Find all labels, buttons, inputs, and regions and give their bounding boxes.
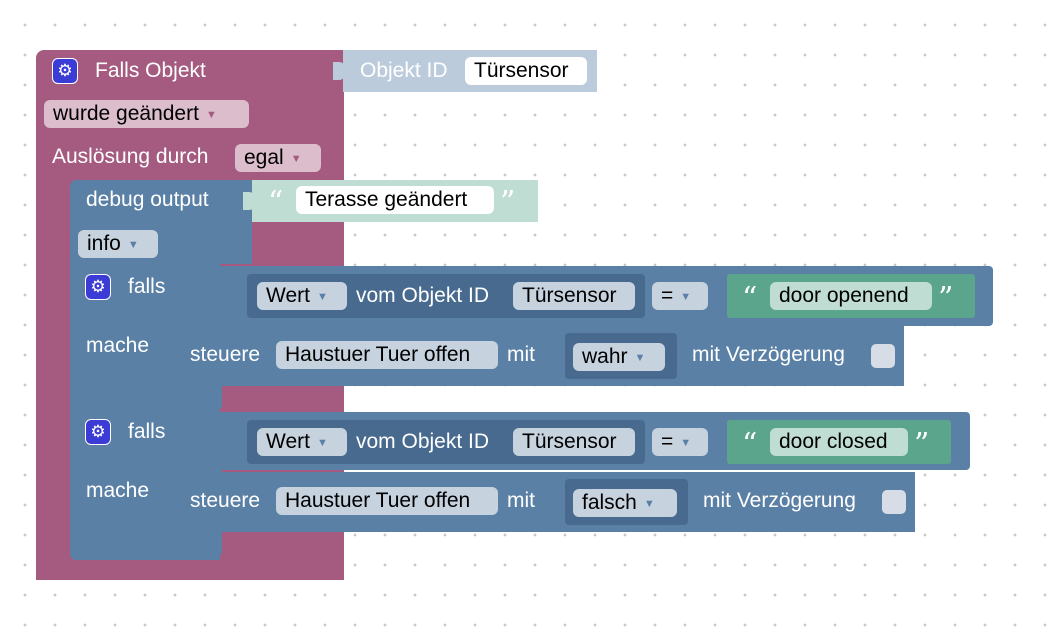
chevron-down-icon: ▼ — [205, 109, 217, 121]
control-target-field[interactable]: Haustuer Tuer offen — [276, 341, 498, 369]
do-label: mache — [86, 334, 150, 357]
value-dropdown[interactable]: Wert ▼ — [257, 282, 347, 310]
boolean-dropdown[interactable]: wahr ▼ — [573, 343, 665, 371]
if-label: falls — [128, 275, 166, 298]
chevron-down-icon: ▼ — [680, 437, 692, 449]
boolean-value: wahr — [582, 345, 628, 368]
compare-connector — [213, 278, 225, 296]
boolean-value: falsch — [582, 491, 637, 514]
compare-text-field[interactable]: door closed — [770, 428, 908, 456]
value-dropdown[interactable]: Wert ▼ — [257, 428, 347, 456]
quote-close-icon: ” — [938, 281, 954, 316]
trigger-title: Falls Objekt — [95, 59, 206, 82]
with-label: mit — [507, 489, 535, 512]
debug-level-value: info — [87, 232, 121, 255]
delay-checkbox[interactable] — [882, 490, 906, 514]
change-mode-value: wurde geändert — [53, 102, 199, 125]
debug-text-connector — [243, 192, 255, 210]
value-label: Wert — [266, 284, 310, 307]
settings-gear-icon[interactable]: ⚙ — [85, 419, 111, 445]
boolean-dropdown[interactable]: falsch ▼ — [573, 489, 677, 517]
quote-open-icon: “ — [742, 427, 758, 462]
delay-label: mit Verzögerung — [692, 343, 845, 366]
control-target-field[interactable]: Haustuer Tuer offen — [276, 487, 498, 515]
trigger-by-value: egal — [244, 146, 284, 169]
object-field[interactable]: Türsensor — [513, 282, 635, 310]
control-label: steuere — [190, 489, 261, 512]
delay-label: mit Verzögerung — [703, 489, 856, 512]
chevron-down-icon: ▼ — [127, 239, 139, 251]
quote-close-icon: ” — [500, 185, 516, 220]
do-label: mache — [86, 479, 150, 502]
with-label: mit — [507, 343, 535, 366]
operator-value: = — [661, 430, 674, 453]
change-mode-dropdown[interactable]: wurde geändert ▼ — [44, 100, 249, 128]
delay-checkbox[interactable] — [871, 344, 895, 368]
object-id-field[interactable]: Türsensor — [465, 57, 587, 85]
control-label: steuere — [190, 343, 261, 366]
object-field[interactable]: Türsensor — [513, 428, 635, 456]
settings-gear-icon[interactable]: ⚙ — [85, 274, 111, 300]
if-label: falls — [128, 420, 166, 443]
trigger-by-dropdown[interactable]: egal ▼ — [235, 144, 321, 172]
operator-dropdown[interactable]: =▼ — [652, 282, 708, 310]
quote-open-icon: “ — [742, 281, 758, 316]
object-label: vom Objekt ID — [356, 284, 490, 307]
trigger-block-notch — [36, 564, 344, 580]
chevron-down-icon: ▼ — [643, 498, 655, 510]
chevron-down-icon: ▼ — [316, 437, 328, 449]
chevron-down-icon: ▼ — [316, 291, 328, 303]
quote-close-icon: ” — [914, 427, 930, 462]
settings-gear-icon[interactable]: ⚙ — [52, 58, 78, 84]
chevron-down-icon: ▼ — [680, 291, 692, 303]
object-label: vom Objekt ID — [356, 430, 490, 453]
debug-text-field[interactable]: Terasse geändert — [296, 186, 494, 214]
operator-value: = — [661, 284, 674, 307]
operator-dropdown[interactable]: =▼ — [652, 428, 708, 456]
if-block-bottom — [70, 540, 220, 556]
quote-open-icon: “ — [268, 185, 284, 220]
object-id-label: Objekt ID — [360, 59, 448, 82]
debug-level-dropdown[interactable]: info ▼ — [78, 230, 158, 258]
debug-output-label: debug output — [86, 188, 209, 211]
trigger-by-label: Auslösung durch — [52, 145, 209, 168]
chevron-down-icon: ▼ — [634, 352, 646, 364]
compare-connector — [213, 424, 225, 442]
value-label: Wert — [266, 430, 310, 453]
object-id-connector — [333, 62, 345, 80]
chevron-down-icon: ▼ — [290, 153, 302, 165]
compare-text-field[interactable]: door openend — [770, 282, 932, 310]
